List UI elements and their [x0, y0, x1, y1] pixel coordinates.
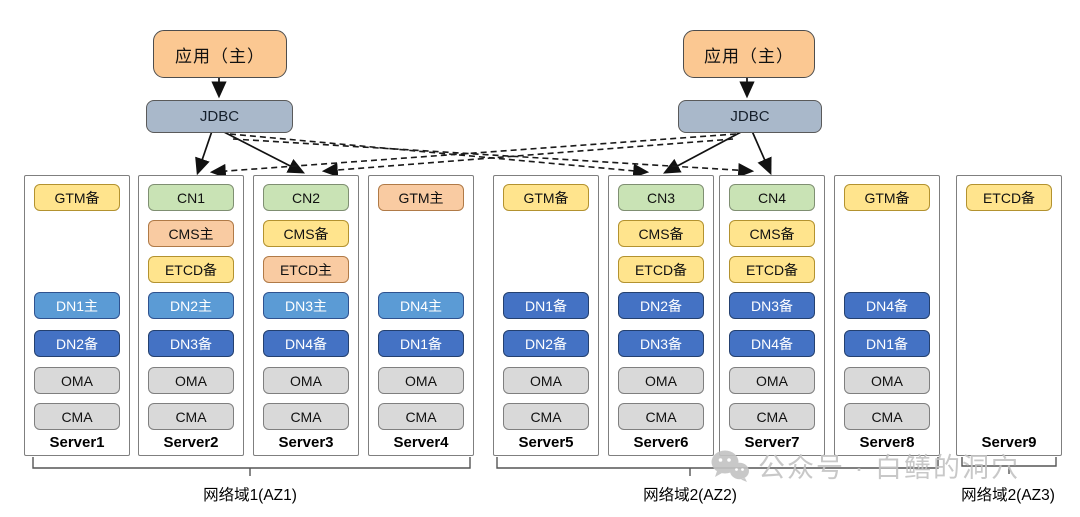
comp-dn1-primary: DN1主	[34, 292, 120, 319]
group-label-az3: 网络域2(AZ3)	[961, 487, 1055, 504]
comp-dn2-standby: DN2备	[34, 330, 120, 357]
comp-gtm-standby: GTM备	[844, 184, 930, 211]
comp-oma: OMA	[34, 367, 120, 394]
server2-name: Server2	[163, 434, 219, 451]
jdbc-right: JDBC	[678, 100, 822, 133]
comp-dn1-standby: DN1备	[378, 330, 464, 357]
comp-oma: OMA	[263, 367, 349, 394]
comp-dn4-standby: DN4备	[263, 330, 349, 357]
comp-dn3-primary: DN3主	[263, 292, 349, 319]
comp-etcd-standby: ETCD备	[148, 256, 234, 283]
comp-etcd-standby: ETCD备	[729, 256, 815, 283]
arrow-jdbc-right-cn4	[751, 130, 772, 176]
comp-cms-standby: CMS备	[263, 220, 349, 247]
server1-name: Server1	[49, 434, 105, 451]
dashed-jdbc-right-cn1	[209, 133, 737, 179]
comp-cma: CMA	[503, 403, 589, 430]
server4-name: Server4	[393, 434, 449, 451]
app-primary-left-label: 应用（主）	[175, 46, 265, 66]
app-primary-left: 应用（主）	[153, 30, 287, 78]
comp-oma: OMA	[503, 367, 589, 394]
wechat-icon	[711, 450, 749, 482]
comp-cma: CMA	[729, 403, 815, 430]
comp-dn4-standby: DN4备	[729, 330, 815, 357]
comp-dn4-primary: DN4主	[378, 292, 464, 319]
server1-box: GTM备 DN1主 DN2备 OMA CMA Server1	[24, 175, 130, 456]
comp-oma: OMA	[729, 367, 815, 394]
group-label-az2: 网络域2(AZ2)	[643, 487, 737, 504]
dashed-jdbc-right-cn2	[321, 138, 734, 178]
dashed-jdbc-left-cn4	[232, 138, 755, 178]
server9-name: Server9	[981, 434, 1037, 451]
jdbc-right-label: JDBC	[730, 108, 770, 125]
comp-dn2-standby: DN2备	[618, 292, 704, 319]
comp-dn4-standby: DN4备	[844, 292, 930, 319]
server5-name: Server5	[518, 434, 574, 451]
comp-cma: CMA	[378, 403, 464, 430]
comp-dn2-primary: DN2主	[148, 292, 234, 319]
comp-cms-standby: CMS备	[729, 220, 815, 247]
comp-cma: CMA	[844, 403, 930, 430]
comp-dn3-standby: DN3备	[618, 330, 704, 357]
bracket-az1	[32, 457, 471, 476]
comp-etcd-primary: ETCD主	[263, 256, 349, 283]
server8-box: GTM备 DN4备 DN1备 OMA CMA Server8	[834, 175, 940, 456]
jdbc-left-label: JDBC	[199, 108, 240, 125]
comp-cms-primary: CMS主	[148, 220, 234, 247]
comp-oma: OMA	[378, 367, 464, 394]
server9-box: ETCD备 Server9	[956, 175, 1062, 456]
server8-name: Server8	[859, 434, 915, 451]
comp-cn4: CN4	[729, 184, 815, 211]
group-label-az1: 网络域1(AZ1)	[203, 487, 297, 504]
comp-dn1-standby: DN1备	[844, 330, 930, 357]
server3-name: Server3	[278, 434, 334, 451]
arrow-jdbc-right-cn3	[662, 130, 744, 174]
server6-name: Server6	[633, 434, 689, 451]
server3-box: CN2 CMS备 ETCD主 DN3主 DN4备 OMA CMA Server3	[253, 175, 359, 456]
server2-box: CN1 CMS主 ETCD备 DN2主 DN3备 OMA CMA Server2	[138, 175, 244, 456]
server5-box: GTM备 DN1备 DN2备 OMA CMA Server5	[493, 175, 599, 456]
comp-gtm-standby: GTM备	[34, 184, 120, 211]
comp-cn2: CN2	[263, 184, 349, 211]
comp-gtm-primary: GTM主	[378, 184, 464, 211]
comp-oma: OMA	[844, 367, 930, 394]
app-primary-right: 应用（主）	[683, 30, 815, 78]
comp-cma: CMA	[148, 403, 234, 430]
comp-gtm-standby: GTM备	[503, 184, 589, 211]
comp-oma: OMA	[618, 367, 704, 394]
comp-dn1-standby: DN1备	[503, 292, 589, 319]
comp-etcd-standby: ETCD备	[618, 256, 704, 283]
watermark-text: 公众号 · 白鳝的洞穴	[758, 453, 1020, 483]
jdbc-left: JDBC	[146, 100, 293, 133]
server7-box: CN4 CMS备 ETCD备 DN3备 DN4备 OMA CMA Server7	[719, 175, 825, 456]
comp-cn3: CN3	[618, 184, 704, 211]
comp-cma: CMA	[263, 403, 349, 430]
comp-cma: CMA	[618, 403, 704, 430]
watermark: 公众号 · 白鳝的洞穴	[710, 446, 1020, 485]
comp-cn1: CN1	[148, 184, 234, 211]
app-primary-right-label: 应用（主）	[704, 46, 794, 66]
server6-box: CN3 CMS备 ETCD备 DN2备 DN3备 OMA CMA Server6	[608, 175, 714, 456]
comp-cms-standby: CMS备	[618, 220, 704, 247]
arrow-jdbc-left-cn2	[221, 130, 306, 174]
comp-oma: OMA	[148, 367, 234, 394]
dashed-jdbc-left-cn3	[229, 133, 650, 179]
comp-dn3-standby: DN3备	[148, 330, 234, 357]
server4-box: GTM主 DN4主 DN1备 OMA CMA Server4	[368, 175, 474, 456]
comp-dn2-standby: DN2备	[503, 330, 589, 357]
comp-cma: CMA	[34, 403, 120, 430]
comp-etcd-standby: ETCD备	[966, 184, 1052, 211]
arrow-jdbc-left-cn1	[195, 130, 213, 176]
comp-dn3-standby: DN3备	[729, 292, 815, 319]
server7-name: Server7	[744, 434, 800, 451]
